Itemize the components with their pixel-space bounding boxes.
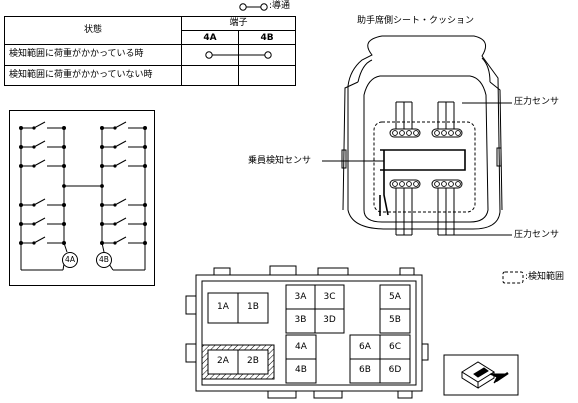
table-col-4b: 4B xyxy=(260,33,274,43)
sensor-dot-3-1 xyxy=(392,181,398,187)
table-row-unloaded: 検知範囲に荷重がかかっていない時 xyxy=(9,70,153,80)
cell-5b: 5B xyxy=(389,315,401,325)
sensor-dot-4-1 xyxy=(434,181,440,187)
sensor-dot-3-3 xyxy=(406,181,412,187)
cell-4a: 4A xyxy=(295,342,307,352)
switch-a-5 xyxy=(19,217,66,226)
switch-a-3 xyxy=(19,159,66,168)
table-row-loaded: 検知範囲に荷重がかかっている時 xyxy=(9,49,144,59)
sensor-dot-3-4 xyxy=(413,181,419,187)
seat-cushion-drawing xyxy=(322,35,512,236)
table-header-terminal: 端子 xyxy=(229,18,248,28)
switch-a-4 xyxy=(19,198,66,207)
cell-2b: 2B xyxy=(247,356,259,366)
pressure-switches xyxy=(19,121,147,245)
sensor-dot-2-4 xyxy=(455,130,461,136)
cell-6c: 6C xyxy=(388,342,401,352)
connector-arrow-icon xyxy=(443,354,519,396)
sensor-dots xyxy=(392,130,461,187)
sensor-dot-4-3 xyxy=(448,181,454,187)
occupant-sensor-label: 乗員検知センサ xyxy=(248,156,312,166)
sensor-dot-2-3 xyxy=(448,130,454,136)
sensor-dot-2-1 xyxy=(434,130,440,136)
connector-face xyxy=(185,265,429,399)
legend-conduction-label: :導通 xyxy=(269,1,291,11)
switch-b-6 xyxy=(100,236,147,245)
switch-b-3 xyxy=(100,159,147,168)
sensor-dot-1-3 xyxy=(406,130,412,136)
continuity-symbol-icon xyxy=(239,3,268,11)
detection-range-label: :検知範囲 xyxy=(525,272,565,282)
terminal-4a-label: 4A xyxy=(65,255,75,264)
cell-3d: 3D xyxy=(323,315,336,325)
switch-b-5 xyxy=(100,217,147,226)
sensor-dot-1-4 xyxy=(413,130,419,136)
sensor-dot-4-4 xyxy=(455,181,461,187)
cell-3c: 3C xyxy=(323,292,336,302)
cell-1b: 1B xyxy=(247,302,259,312)
table-header-state: 状態 xyxy=(83,25,102,35)
continuity-table xyxy=(4,16,296,86)
sensor-dot-1-2 xyxy=(399,130,405,136)
detection-range-icon xyxy=(502,271,524,284)
sensor-dot-1-1 xyxy=(392,130,398,136)
sensor-dot-4-2 xyxy=(441,181,447,187)
cell-6d: 6D xyxy=(388,365,402,375)
terminal-4b-label: 4B xyxy=(99,255,109,264)
cell-3a: 3A xyxy=(294,292,307,302)
table-continuity-mark xyxy=(205,51,272,59)
cell-6b: 6B xyxy=(359,365,371,375)
cell-5a: 5A xyxy=(389,292,401,302)
sensor-circuit xyxy=(9,110,155,286)
cell-3b: 3B xyxy=(294,315,307,325)
switch-a-6 xyxy=(19,236,66,245)
switch-b-4 xyxy=(100,198,147,207)
cell-2a: 2A xyxy=(217,356,229,366)
cell-4b: 4B xyxy=(295,365,307,375)
pressure-sensor-top-label: 圧力センサ xyxy=(514,97,560,107)
switch-a-2 xyxy=(19,140,66,149)
sensor-dot-2-2 xyxy=(441,130,447,136)
table-col-4a: 4A xyxy=(203,33,217,43)
cell-6a: 6A xyxy=(359,342,371,352)
switch-b-1 xyxy=(100,121,147,130)
switch-a-1 xyxy=(19,121,66,130)
sensor-dot-3-2 xyxy=(399,181,405,187)
cell-1a: 1A xyxy=(217,302,229,312)
seat-title: 助手席側シート・クッション xyxy=(357,16,475,26)
switch-b-2 xyxy=(100,140,147,149)
pressure-sensor-bottom-label: 圧力センサ xyxy=(514,230,560,240)
